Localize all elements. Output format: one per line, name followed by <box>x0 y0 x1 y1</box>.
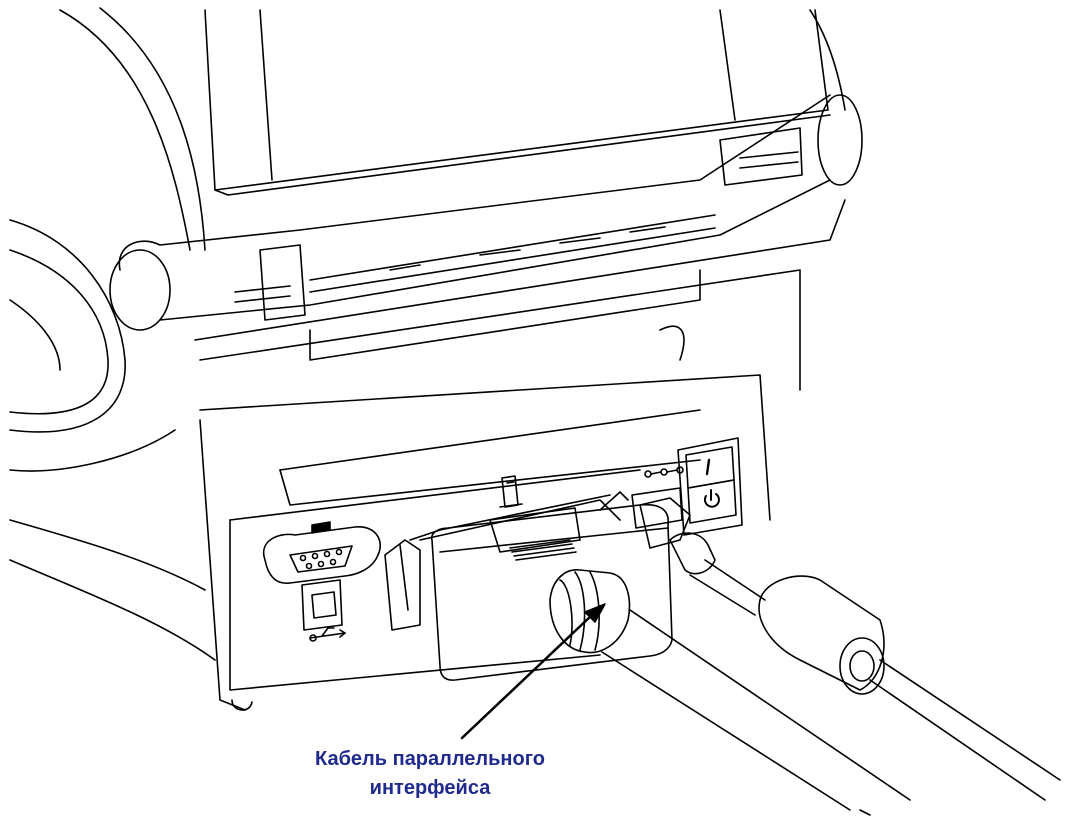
callout-line-2: интерфейса <box>369 777 491 799</box>
power-cable <box>639 497 1061 801</box>
printer-feet <box>231 699 253 711</box>
usb-port-icon <box>301 579 346 642</box>
power-switch-icon <box>677 437 743 536</box>
parallel-cable-connector <box>384 491 673 681</box>
dc-power-jack-icon <box>631 466 684 529</box>
printer-rear-body <box>194 199 846 691</box>
callout-pointer <box>460 603 606 740</box>
printer-left-side <box>9 219 246 711</box>
printer-top-cover <box>59 7 846 251</box>
callout-line-1: Кабель параллельного <box>315 748 545 770</box>
hinge-assembly <box>109 94 863 331</box>
parallel-cable-callout-label: Кабель параллельного интерфейса <box>180 745 680 803</box>
db9-serial-port-icon <box>262 521 381 585</box>
parallel-port-icon <box>499 475 523 508</box>
